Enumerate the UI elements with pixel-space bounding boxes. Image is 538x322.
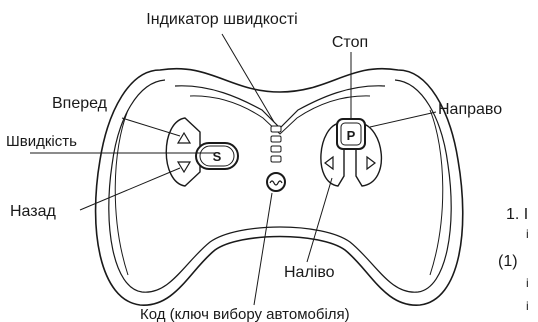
code-button[interactable]: [266, 172, 286, 192]
speed-button-label: S: [213, 149, 222, 164]
leader-lines: [30, 33, 437, 306]
left-grip-line: [114, 109, 129, 276]
leader-forward: [121, 117, 181, 137]
label-right: Направо: [438, 101, 502, 118]
leader-backward: [79, 167, 181, 211]
side-text-line2: (1): [498, 253, 518, 270]
side-text-line2b: і: [526, 276, 529, 290]
wave-icon: [269, 180, 283, 186]
side-text-line1: 1. I: [506, 206, 528, 223]
leader-speed-indicator: [221, 33, 275, 123]
label-speed-indicator: Індикатор швидкості: [146, 11, 297, 28]
leader-left: [306, 177, 333, 263]
label-forward: Вперед: [52, 95, 108, 112]
controller-inner-outline: [108, 79, 452, 293]
left-pad: [165, 117, 201, 187]
forward-button[interactable]: [176, 131, 192, 144]
stop-button[interactable]: P: [336, 118, 366, 150]
label-backward: Назад: [10, 203, 57, 220]
side-text-line2c: і: [526, 299, 529, 313]
label-left: Наліво: [284, 264, 335, 281]
top-bumper-inner: [189, 95, 371, 135]
triangle-up-icon: [176, 131, 192, 144]
speed-led-icon: [270, 125, 282, 163]
label-code: Код (ключ вибору автомобіля): [140, 306, 350, 322]
leader-right: [369, 111, 437, 128]
backward-button[interactable]: [176, 161, 192, 174]
label-speed: Швидкість: [6, 133, 77, 150]
side-text-line1b: і: [526, 227, 529, 241]
right-grip-line: [429, 109, 444, 276]
speed-button[interactable]: S: [195, 142, 239, 170]
triangle-right-icon: [366, 155, 376, 171]
triangle-down-icon: [176, 161, 192, 174]
label-stop: Стоп: [332, 34, 368, 51]
leader-code: [253, 192, 273, 306]
triangle-left-icon: [324, 155, 334, 171]
stop-button-label: P: [347, 128, 356, 143]
